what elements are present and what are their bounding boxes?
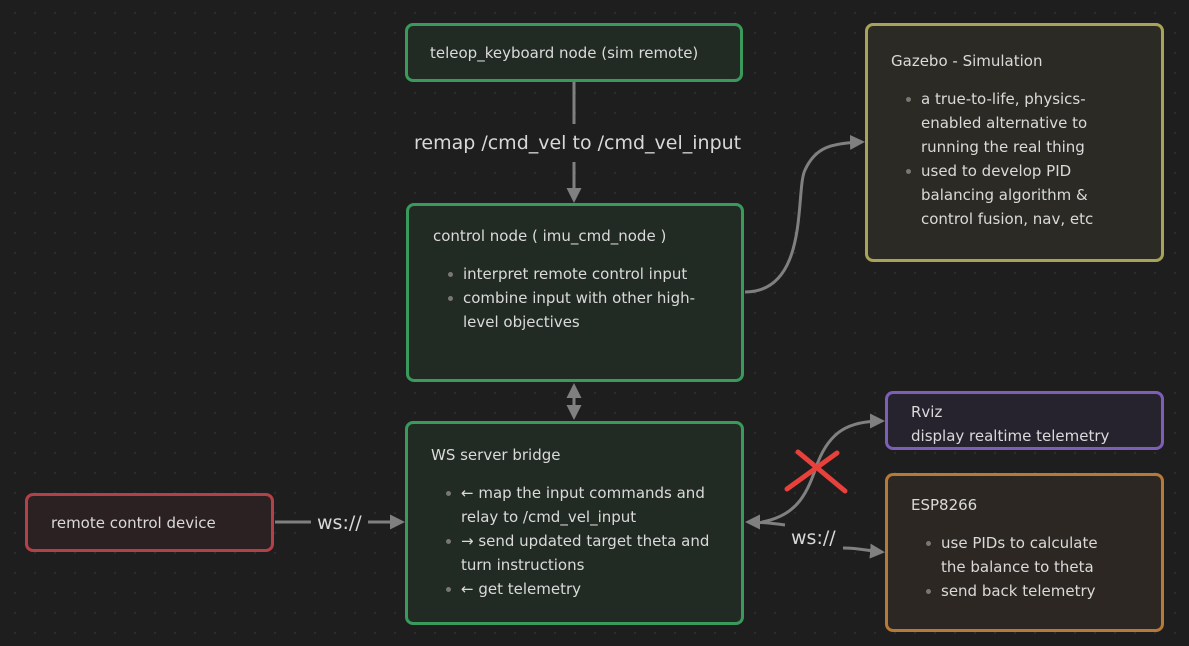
- node-list: interpret remote control input combine i…: [433, 262, 719, 334]
- list-item: → send updated target theta and turn ins…: [446, 529, 711, 577]
- node-title: remote control device: [51, 514, 216, 532]
- node-title: WS server bridge: [431, 446, 561, 464]
- ws-server-bridge-node[interactable]: WS server bridge ← map the input command…: [405, 421, 744, 625]
- node-subtitle: display realtime telemetry: [911, 427, 1110, 445]
- list-item: used to develop PID balancing algorithm …: [906, 159, 1101, 231]
- esp8266-node[interactable]: ESP8266 use PIDs to calculate the balanc…: [885, 473, 1164, 632]
- edge-bridge-to-rviz: [761, 413, 885, 524]
- edge-rviz-to-bridge: [745, 514, 786, 530]
- list-item: ← get telemetry: [446, 577, 719, 601]
- node-list: ← map the input commands and relay to /c…: [431, 481, 719, 601]
- list-item: combine input with other high-level obje…: [448, 286, 713, 334]
- node-title: Rviz: [911, 403, 943, 421]
- teleop-keyboard-node[interactable]: teleop_keyboard node (sim remote): [405, 23, 743, 82]
- edge-control-to-gazebo: [744, 134, 865, 294]
- node-title: ESP8266: [911, 496, 978, 514]
- list-item: ← map the input commands and relay to /c…: [446, 481, 731, 529]
- list-item: a true-to-life, physics-enabled alternat…: [906, 87, 1101, 159]
- list-item: use PIDs to calculate the balance to the…: [926, 531, 1121, 579]
- node-title: Gazebo - Simulation: [891, 52, 1043, 70]
- edge-label-remote-ws: ws://: [313, 511, 366, 535]
- node-list: use PIDs to calculate the balance to the…: [911, 531, 1139, 603]
- gazebo-simulation-node[interactable]: Gazebo - Simulation a true-to-life, phys…: [865, 23, 1164, 262]
- node-list: a true-to-life, physics-enabled alternat…: [891, 87, 1139, 231]
- list-item: send back telemetry: [926, 579, 1139, 603]
- edge-bridge-to-esp: [842, 543, 885, 559]
- edge-label-remap: remap /cmd_vel to /cmd_vel_input: [410, 131, 746, 155]
- control-node[interactable]: control node ( imu_cmd_node ) interpret …: [406, 203, 744, 382]
- remote-control-device-node[interactable]: remote control device: [25, 493, 274, 552]
- edge-label-esp-ws: ws://: [787, 526, 840, 550]
- node-title: teleop_keyboard node (sim remote): [430, 44, 699, 62]
- disabled-cross-icon: [784, 449, 848, 494]
- node-title: control node ( imu_cmd_node ): [433, 227, 667, 245]
- rviz-node[interactable]: Rviz display realtime telemetry: [885, 391, 1164, 450]
- list-item: interpret remote control input: [448, 262, 719, 286]
